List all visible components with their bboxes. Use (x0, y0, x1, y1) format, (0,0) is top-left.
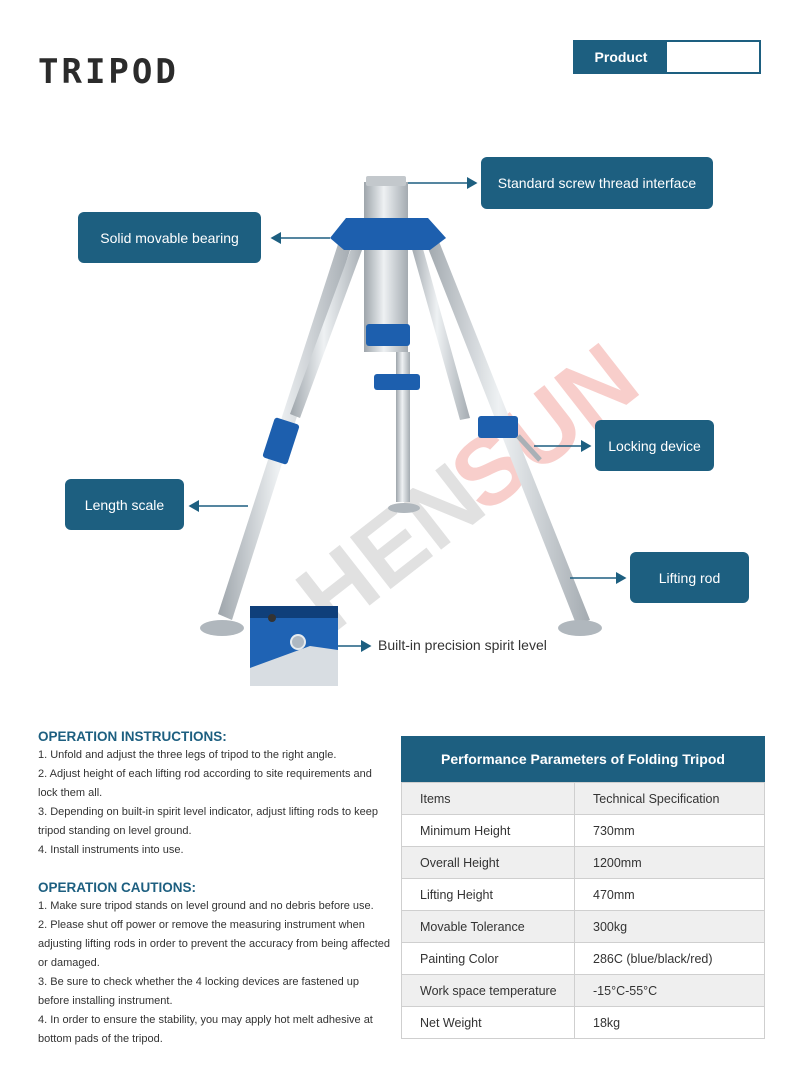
spec-item: Minimum Height (401, 814, 575, 847)
instruction-item: 4. Install instruments into use. (38, 844, 184, 856)
callout-lifting-rod: Lifting rod (630, 552, 749, 603)
spec-value: 1200mm (574, 846, 765, 879)
spec-value: 18kg (574, 1006, 765, 1039)
instruction-item: 2. Adjust height of each lifting rod acc… (38, 768, 372, 799)
spec-item: Overall Height (401, 846, 575, 879)
spec-value: 730mm (574, 814, 765, 847)
spec-item: Movable Tolerance (401, 910, 575, 943)
spec-table: Performance Parameters of Folding Tripod… (401, 736, 765, 1039)
center-foot (388, 503, 420, 513)
spec-item: Work space temperature (401, 974, 575, 1007)
watermark: HEN SUN (278, 323, 657, 652)
spec-value: Technical Specification (574, 782, 765, 815)
foot-right (558, 620, 602, 636)
label-spirit-level: Built-in precision spirit level (378, 637, 547, 653)
callout-length-scale: Length scale (65, 479, 184, 530)
spirit-level-inset-photo (250, 606, 338, 686)
product-label: Product (575, 42, 667, 72)
operation-cautions: OPERATION CAUTIONS: 1. Make sure tripod … (38, 878, 390, 1049)
spec-item: Net Weight (401, 1006, 575, 1039)
cautions-heading: OPERATION CAUTIONS: (38, 880, 196, 895)
product-badge: Product (573, 40, 761, 74)
caution-item: 3. Be sure to check whether the 4 lockin… (38, 976, 360, 1007)
callout-screw-thread: Standard screw thread interface (481, 157, 713, 209)
spec-value: 470mm (574, 878, 765, 911)
caution-item: 2. Please shut off power or remove the m… (38, 919, 390, 969)
spec-value: -15°C-55°C (574, 974, 765, 1007)
table-row: Work space temperature-15°C-55°C (401, 974, 765, 1007)
spec-table-title: Performance Parameters of Folding Tripod (401, 736, 765, 782)
spec-value: 286C (blue/black/red) (574, 942, 765, 975)
top-bearing (330, 218, 446, 250)
locking-device-right (478, 416, 518, 438)
caution-item: 1. Make sure tripod stands on level grou… (38, 900, 374, 912)
page-title: TRIPOD (38, 52, 179, 92)
instruction-item: 1. Unfold and adjust the three legs of t… (38, 749, 337, 761)
mid-bracket (366, 324, 410, 346)
spec-item: Painting Color (401, 942, 575, 975)
instruction-item: 3. Depending on built-in spirit level in… (38, 806, 378, 837)
spec-item: Lifting Height (401, 878, 575, 911)
leg-right-rear (410, 238, 470, 420)
locking-device-left (262, 417, 300, 465)
center-column (364, 182, 408, 352)
product-value (667, 42, 759, 72)
spec-item: Items (401, 782, 575, 815)
callout-bearing: Solid movable bearing (78, 212, 261, 263)
callout-locking: Locking device (595, 420, 714, 471)
foot-left (200, 620, 244, 636)
operation-instructions: OPERATION INSTRUCTIONS: 1. Unfold and ad… (38, 727, 390, 860)
leg-left-rear (290, 238, 365, 418)
spec-value: 300kg (574, 910, 765, 943)
caution-item: 4. In order to ensure the stability, you… (38, 1014, 373, 1045)
instructions-heading: OPERATION INSTRUCTIONS: (38, 729, 227, 744)
